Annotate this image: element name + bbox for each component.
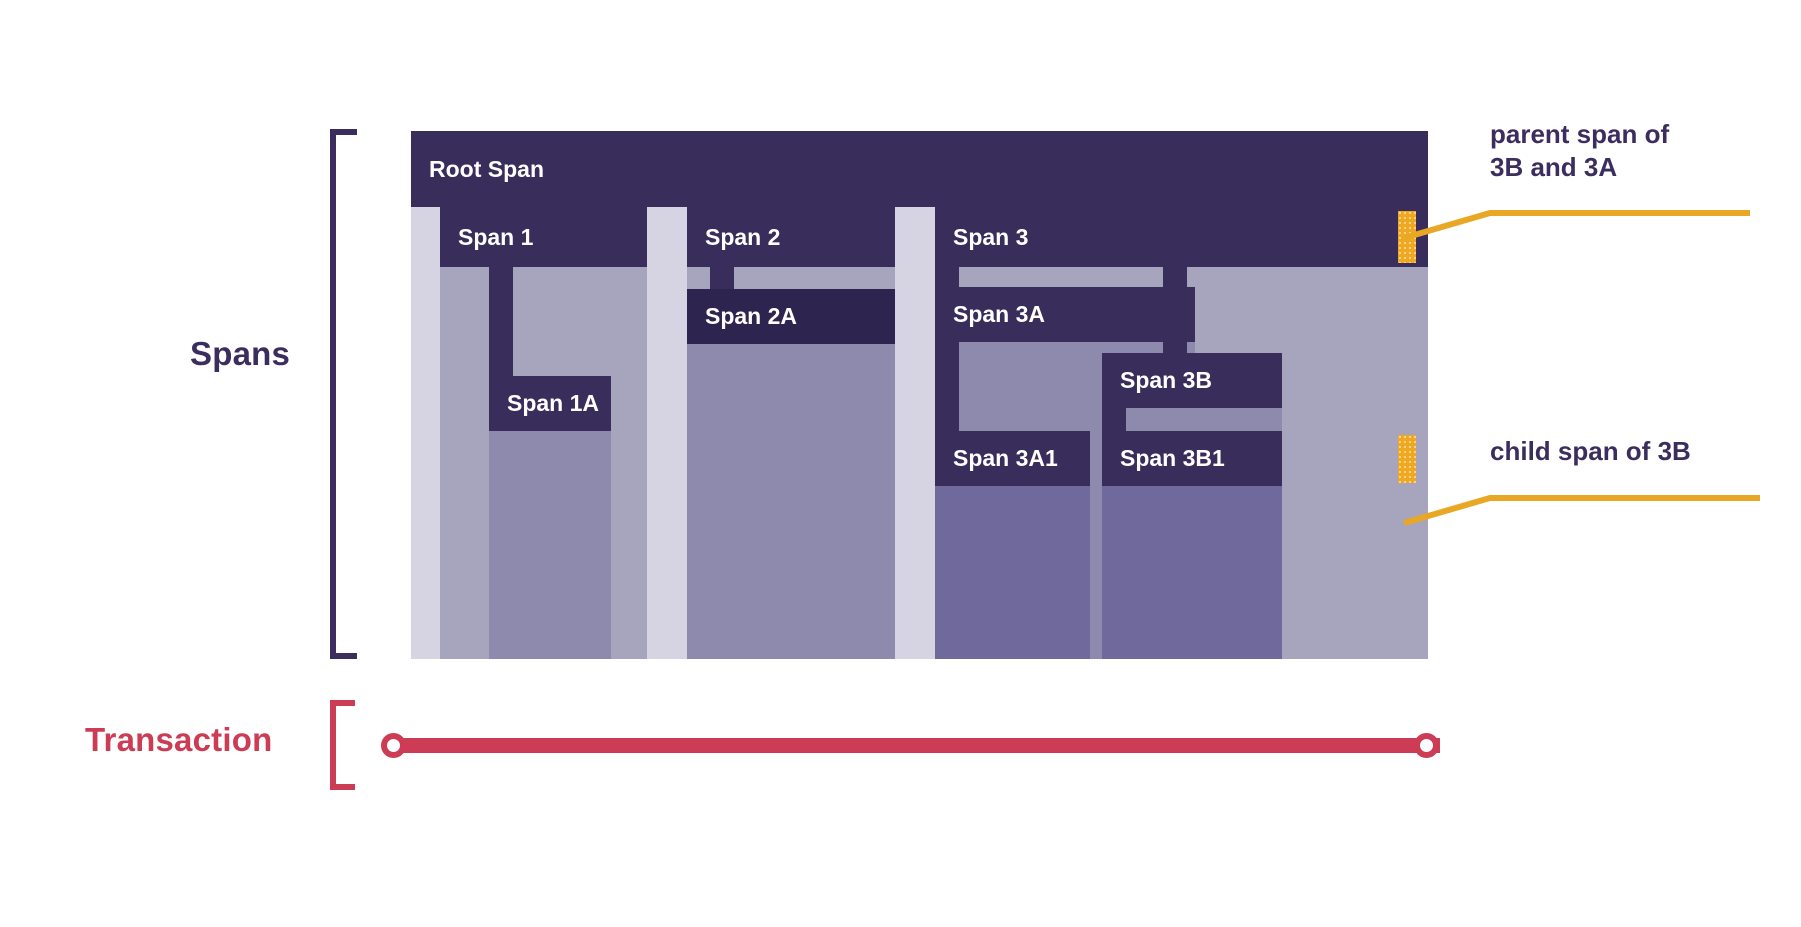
span-bar-span-3b1[interactable]: Span 3B1	[1102, 431, 1282, 486]
span-label-span-1a: Span 1A	[507, 390, 600, 416]
span-bar-root[interactable]: Root Span	[411, 131, 1428, 207]
marker-parent-span-3[interactable]	[1398, 211, 1416, 263]
spans-bracket	[330, 129, 357, 659]
span-bar-span-2[interactable]: Span 2	[687, 207, 895, 267]
callout-parent-text: parent span of 3B and 3A	[1490, 119, 1670, 183]
span-bar-span-3b[interactable]: Span 3B	[1102, 353, 1282, 408]
lane-span-3a1	[935, 480, 1090, 659]
span-bar-span-1[interactable]: Span 1	[440, 207, 647, 267]
span-waterfall: Root Span Span 1 Span 1A Span 2 Span 2A …	[411, 131, 1428, 659]
span-label-span-3a: Span 3A	[953, 301, 1046, 327]
span-bar-span-3[interactable]: Span 3	[935, 207, 1428, 267]
span-label-span-3b: Span 3B	[1120, 367, 1213, 393]
span-bar-span-3a[interactable]: Span 3A	[935, 287, 1195, 342]
transaction-end-dot[interactable]	[1414, 733, 1439, 758]
span-label-span-3a1: Span 3A1	[953, 445, 1058, 471]
lane-span-2a	[687, 336, 895, 659]
span-label-span-3: Span 3	[953, 223, 1029, 250]
callout-child-text: child span of 3B	[1490, 436, 1691, 466]
marker-child-span-3b1[interactable]	[1398, 435, 1416, 483]
span-label-span-1: Span 1	[458, 223, 534, 250]
transaction-bar[interactable]	[385, 738, 1440, 753]
transaction-start-dot[interactable]	[381, 733, 406, 758]
span-bar-span-2a[interactable]: Span 2A	[687, 289, 895, 344]
span-label-span-3b1: Span 3B1	[1120, 445, 1225, 471]
lane-span-3b1	[1102, 480, 1282, 659]
transaction-bracket	[330, 700, 355, 790]
span-label-span-2: Span 2	[705, 223, 781, 250]
span-bar-span-3a1[interactable]: Span 3A1	[935, 431, 1090, 486]
span-bar-span-1a[interactable]: Span 1A	[489, 376, 611, 431]
lane-span-1a	[489, 422, 611, 659]
transaction-axis-label: Transaction	[85, 721, 273, 758]
callout-line-child	[1403, 495, 1760, 526]
spans-axis-label: Spans	[190, 335, 291, 372]
span-label-span-2a: Span 2A	[705, 303, 798, 329]
callout-line-parent	[1403, 210, 1750, 241]
span-label-root: Root Span	[429, 155, 544, 182]
